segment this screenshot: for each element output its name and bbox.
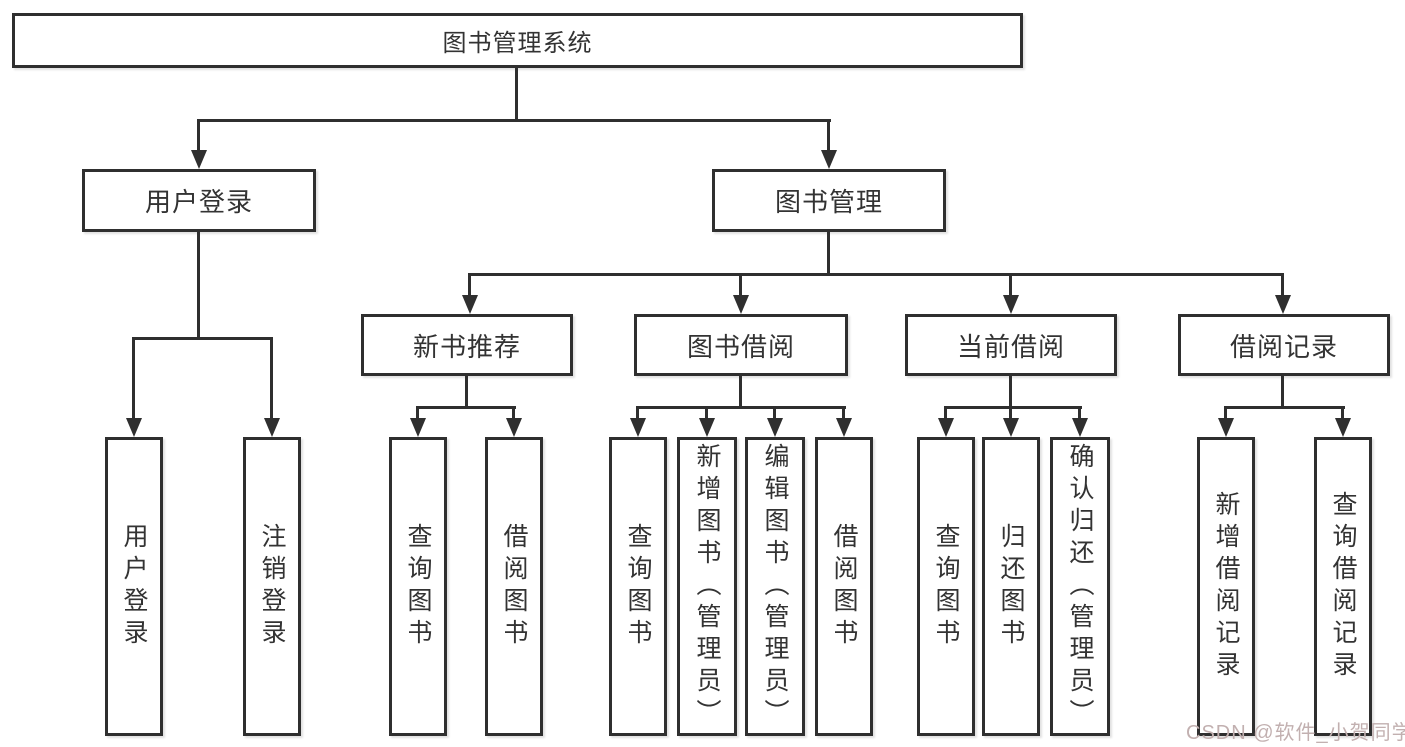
leaf-label: 新增图书（管理员）: [693, 442, 721, 731]
connector-to-borrow-records: [1281, 273, 1284, 297]
leaf-label: 查询图书: [404, 522, 432, 651]
connector-to-leaf: [636, 406, 639, 420]
arrow-down-icon: [1003, 295, 1019, 314]
arrow-down-icon: [264, 418, 280, 437]
connector-user-login-trunk: [197, 232, 200, 337]
connector-to-book-borrow: [739, 273, 742, 297]
leaf-confirm-return-admin: 确认归还（管理员）: [1050, 437, 1110, 736]
connector-to-book-management: [827, 119, 830, 152]
leaf-label: 确认归还（管理员）: [1066, 442, 1094, 731]
arrow-down-icon: [462, 295, 478, 314]
arrow-down-icon: [506, 418, 522, 437]
leaf-label: 查询借阅记录: [1329, 490, 1357, 683]
leaf-query-books-borrow: 查询图书: [609, 437, 667, 736]
connector-to-user-login: [197, 119, 200, 152]
arrow-down-icon: [767, 418, 783, 437]
connector-to-leaf: [944, 406, 947, 420]
arrow-down-icon: [191, 150, 207, 169]
connector-to-leaf: [270, 337, 273, 419]
leaf-borrow-books-recommend: 借阅图书: [485, 437, 543, 736]
connector-to-leaf: [842, 406, 845, 420]
connector-user-login-split: [133, 337, 273, 340]
connector-to-leaf: [1224, 406, 1227, 420]
connector-book-borrow-split: [636, 406, 846, 409]
arrow-down-icon: [1003, 418, 1019, 437]
connector-new-book-trunk: [465, 376, 468, 406]
leaf-query-books-current: 查询图书: [917, 437, 975, 736]
leaf-label: 借阅图书: [500, 522, 528, 651]
connector-root-split: [197, 119, 831, 122]
leaf-label: 用户登录: [120, 522, 148, 651]
connector-root-trunk: [515, 68, 518, 119]
connector-to-leaf: [1078, 406, 1081, 420]
leaf-borrow-books-borrow: 借阅图书: [815, 437, 873, 736]
node-new-book-recommendation: 新书推荐: [361, 314, 573, 376]
node-label: 图书借阅: [686, 331, 795, 362]
node-label: 借阅记录: [1229, 331, 1338, 362]
node-label: 新书推荐: [412, 331, 521, 362]
node-label: 当前借阅: [956, 331, 1065, 362]
arrow-down-icon: [1072, 418, 1088, 437]
connector-borrow-records-trunk: [1281, 376, 1284, 406]
leaf-label: 归还图书: [997, 522, 1025, 651]
connector-to-leaf: [416, 406, 419, 420]
node-user-login: 用户登录: [82, 169, 316, 232]
connector-to-leaf: [512, 406, 515, 420]
node-label: 图书管理系统: [442, 30, 593, 57]
connector-to-leaf: [773, 406, 776, 420]
connector-to-leaf: [1341, 406, 1344, 420]
connector-borrow-records-split: [1224, 406, 1345, 409]
arrow-down-icon: [733, 295, 749, 314]
leaf-edit-book-admin: 编辑图书（管理员）: [745, 437, 805, 736]
node-label: 图书管理: [774, 187, 883, 217]
leaf-query-borrow-record: 查询借阅记录: [1314, 437, 1372, 736]
node-current-borrowing: 当前借阅: [905, 314, 1117, 376]
connector-book-management-trunk: [827, 232, 830, 273]
connector-new-book-split: [416, 406, 516, 409]
leaf-label: 编辑图书（管理员）: [761, 442, 789, 731]
connector-current-borrow-trunk: [1009, 376, 1012, 406]
leaf-logout: 注销登录: [243, 437, 301, 736]
arrow-down-icon: [821, 150, 837, 169]
leaf-label: 借阅图书: [830, 522, 858, 651]
arrow-down-icon: [126, 418, 142, 437]
arrow-down-icon: [699, 418, 715, 437]
connector-current-borrow-split: [944, 406, 1082, 409]
node-library-management-system: 图书管理系统: [12, 13, 1023, 68]
connector-to-leaf: [1009, 406, 1012, 420]
connector-to-new-book: [468, 273, 471, 297]
leaf-add-borrow-record: 新增借阅记录: [1197, 437, 1255, 736]
node-book-borrowing: 图书借阅: [634, 314, 848, 376]
node-label: 用户登录: [144, 187, 253, 217]
connector-to-leaf: [705, 406, 708, 420]
leaf-label: 查询图书: [624, 522, 652, 651]
leaf-label: 查询图书: [932, 522, 960, 651]
leaf-query-books-recommend: 查询图书: [389, 437, 447, 736]
connector-book-management-split: [468, 273, 1284, 276]
connector-to-leaf: [132, 337, 135, 419]
arrow-down-icon: [1275, 295, 1291, 314]
arrow-down-icon: [410, 418, 426, 437]
arrow-down-icon: [630, 418, 646, 437]
leaf-user-login: 用户登录: [105, 437, 163, 736]
arrow-down-icon: [836, 418, 852, 437]
leaf-label: 新增借阅记录: [1212, 490, 1240, 683]
watermark-text: CSDN @软件_小贺同学: [1186, 722, 1405, 744]
leaf-add-book-admin: 新增图书（管理员）: [677, 437, 737, 736]
arrow-down-icon: [1218, 418, 1234, 437]
arrow-down-icon: [1335, 418, 1351, 437]
leaf-return-books: 归还图书: [982, 437, 1040, 736]
connector-to-current-borrow: [1009, 273, 1012, 297]
node-book-management: 图书管理: [712, 169, 946, 232]
connector-book-borrow-trunk: [739, 376, 742, 406]
leaf-label: 注销登录: [258, 522, 286, 651]
arrow-down-icon: [938, 418, 954, 437]
node-borrowing-records: 借阅记录: [1178, 314, 1390, 376]
